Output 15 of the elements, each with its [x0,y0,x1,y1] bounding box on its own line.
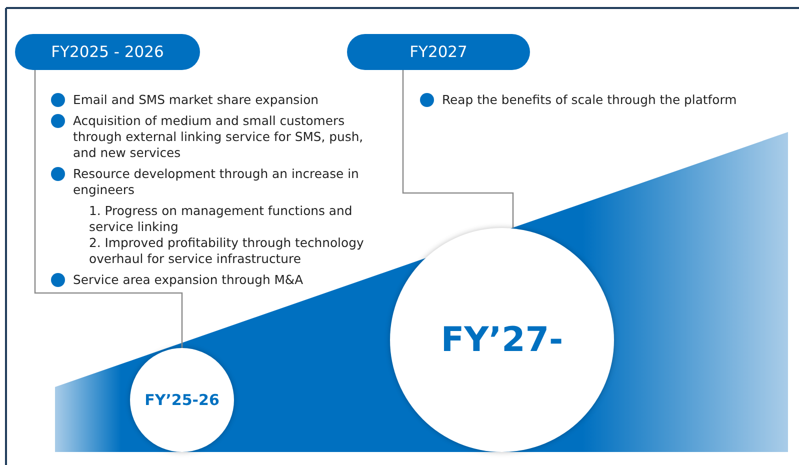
connector-line [402,70,514,228]
bullet-text: Reap the benefits of scale through the platform [442,92,737,107]
connector-line [34,70,183,348]
phase-label: FY’25-26 [144,391,220,409]
numbered-item: 2. Improved profitability through technology overhaul for service infrastructure [89,235,365,267]
phase-label: FY’27- [440,320,564,360]
bullet-text: Resource development through an increase in engineers [73,166,359,197]
period-pill [15,34,200,70]
period-pill [347,34,530,70]
period-label: FY2025 - 2026 [51,43,164,61]
bullet-text: Email and SMS market share expansion [73,92,319,107]
period-label: FY2027 [410,43,468,61]
bullet-text: Acquisition of medium and small customers through external linking service for SMS, push, and new services [73,113,364,160]
bullet-text: Service area expansion through M&A [73,272,304,287]
numbered-item: 1. Progress on management functions and service linking [89,203,354,235]
